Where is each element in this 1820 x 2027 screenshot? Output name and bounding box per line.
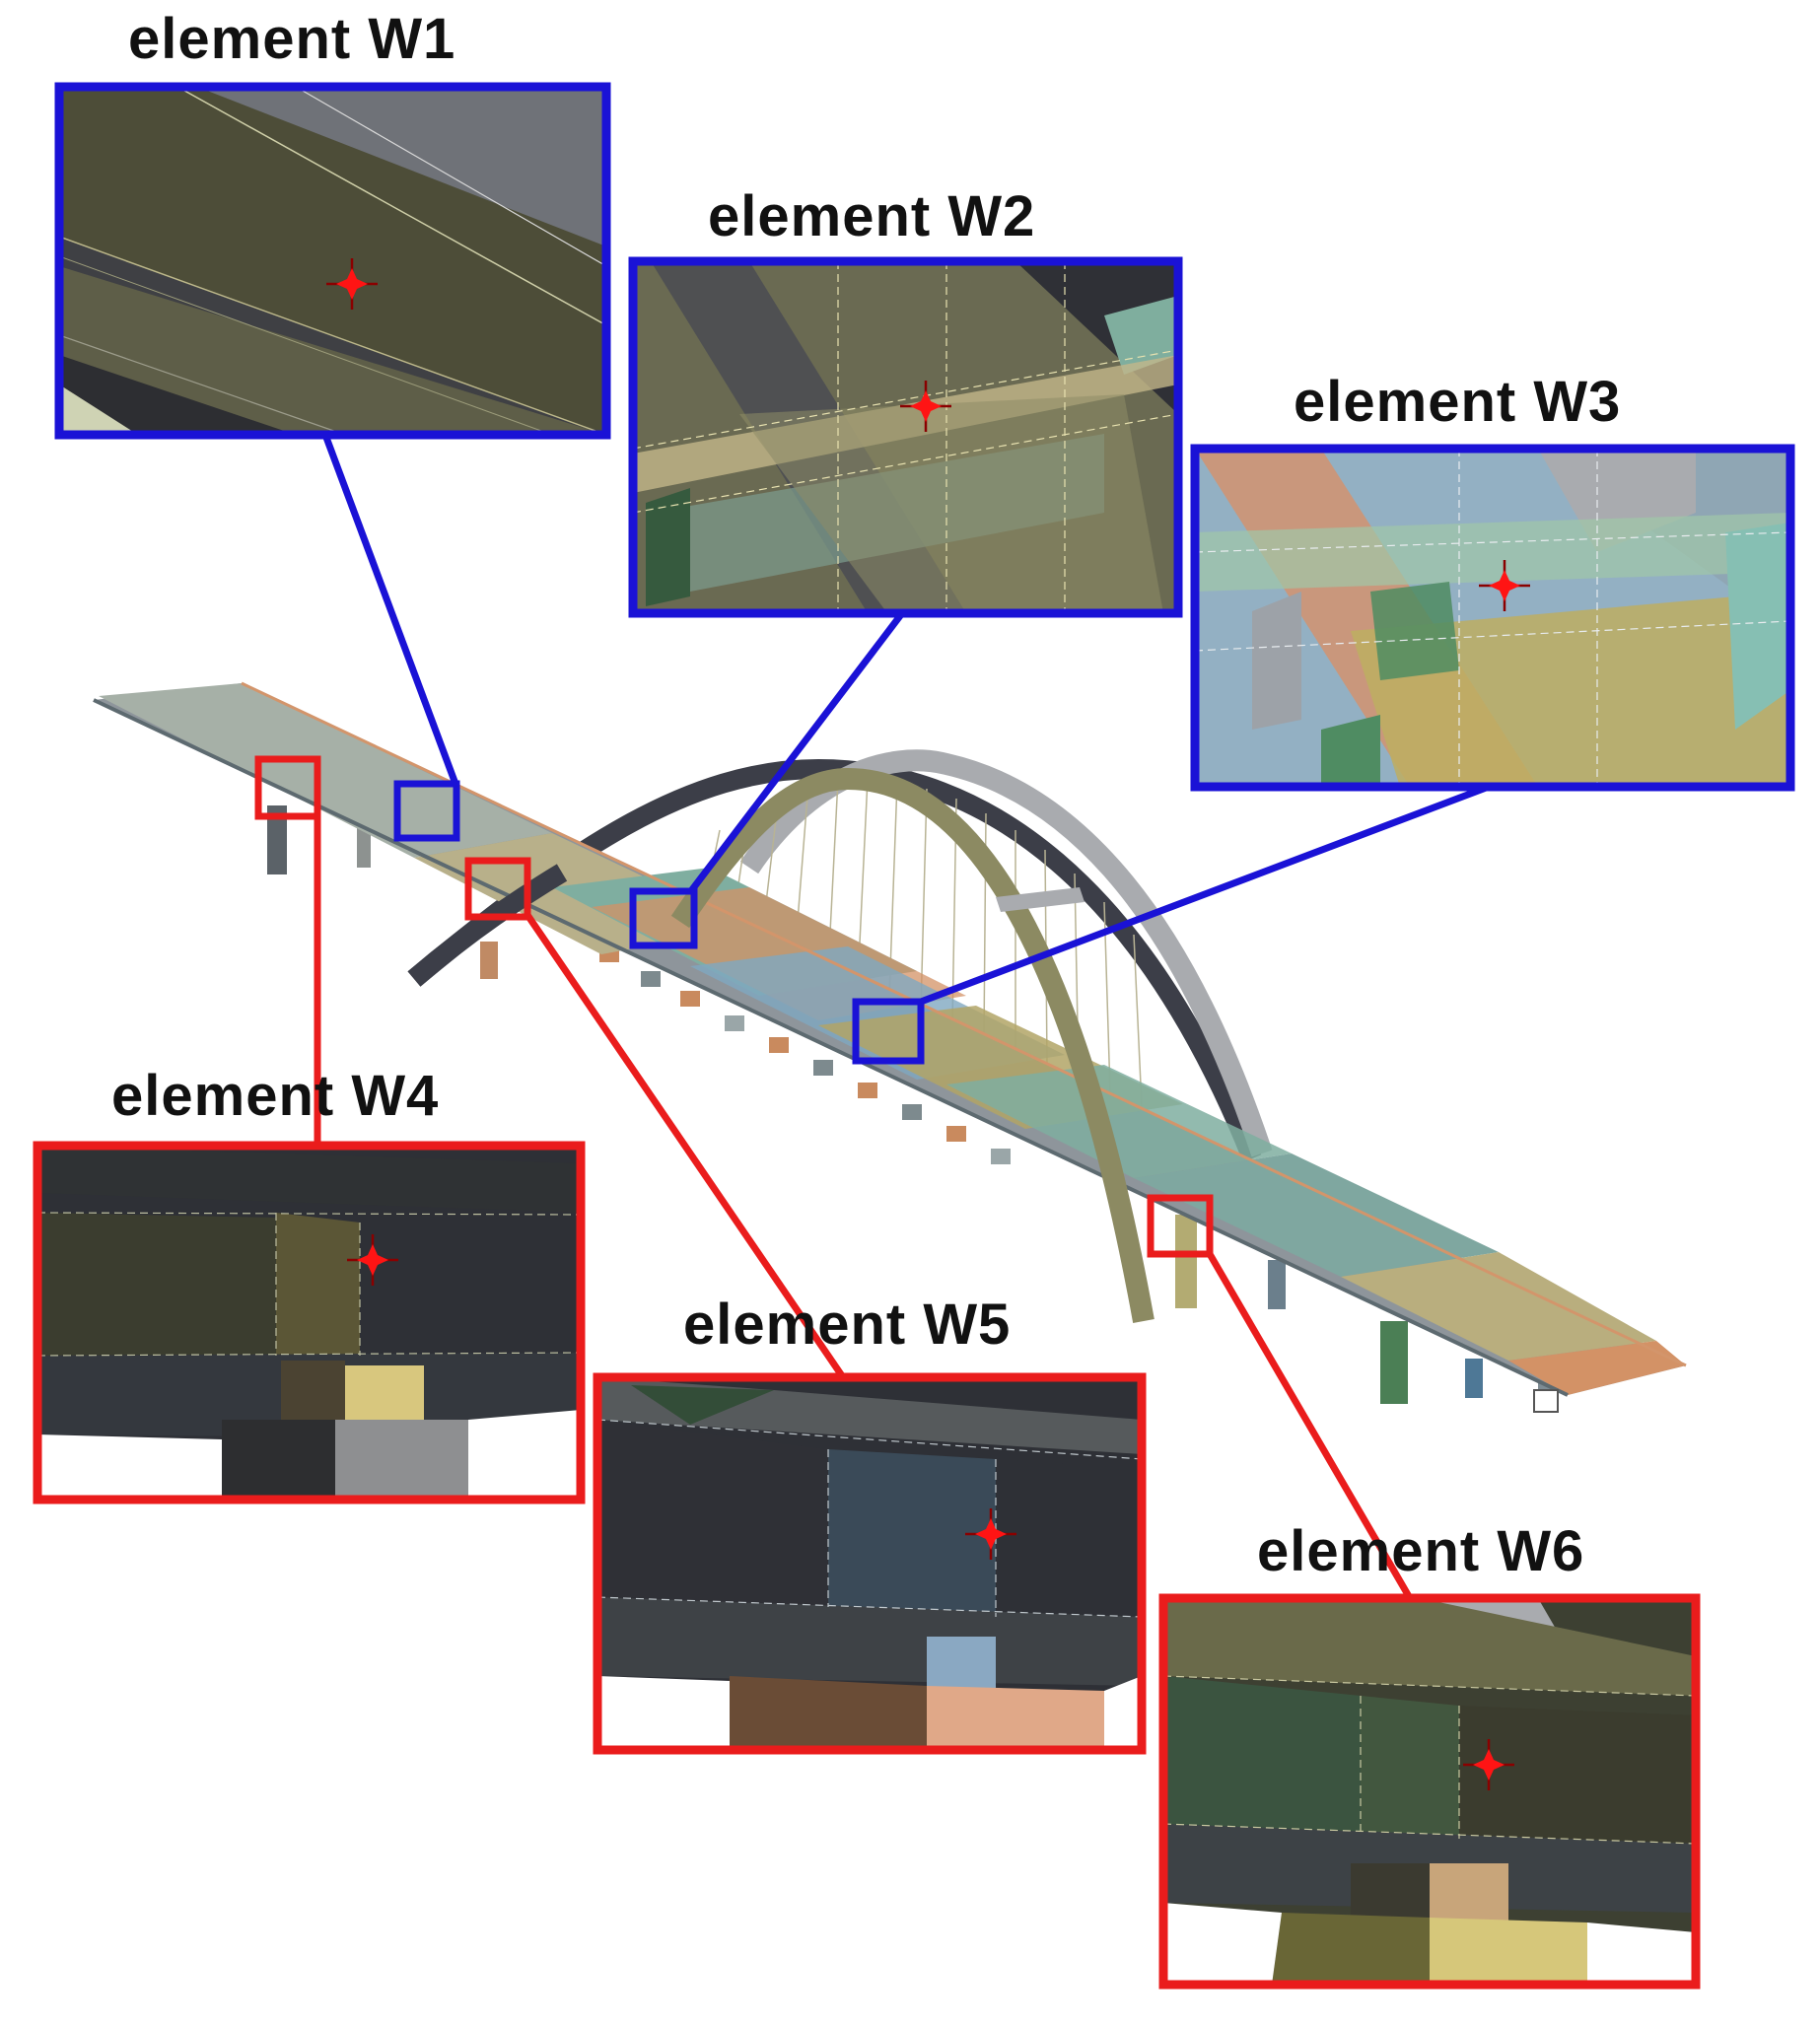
arch-brace <box>996 887 1085 912</box>
locator-W6 <box>1147 1194 1214 1258</box>
leader-W6 <box>1206 1252 1414 1600</box>
label-element-W4: element W4 <box>111 1064 440 1128</box>
inset-W2 <box>628 256 1183 618</box>
cross-beams <box>599 946 1011 1164</box>
inset-W1 <box>54 82 611 440</box>
inset-W5 <box>593 1372 1147 1755</box>
locator-W3 <box>852 998 925 1065</box>
inset-W6 <box>1158 1593 1701 1990</box>
label-element-W3: element W3 <box>1294 370 1622 434</box>
inset-W3 <box>1190 444 1795 792</box>
inset-W4-frame <box>33 1141 586 1504</box>
inset-W3-frame <box>1190 444 1795 792</box>
leader-W3 <box>919 783 1491 1006</box>
inset-W2-frame <box>628 256 1183 618</box>
leader-W5 <box>525 913 846 1379</box>
inset-W5-frame <box>593 1372 1147 1755</box>
locator-W2 <box>629 887 698 949</box>
leader-lines <box>314 433 1491 1600</box>
leader-W1 <box>321 433 459 786</box>
locator-boxes <box>254 755 1214 1258</box>
cursor-glyph <box>1533 1389 1559 1413</box>
label-element-W5: element W5 <box>683 1293 1012 1357</box>
leader-W2 <box>687 610 905 895</box>
locator-W1 <box>393 780 460 842</box>
label-element-W2: element W2 <box>708 184 1036 248</box>
label-element-W1: element W1 <box>128 7 456 71</box>
arch-rib-dark-front <box>407 864 568 987</box>
inset-W6-frame <box>1158 1593 1701 1990</box>
label-element-W6: element W6 <box>1257 1519 1585 1583</box>
locator-W5 <box>464 857 531 921</box>
arch-rib-olive <box>670 767 1155 1323</box>
inset-W4 <box>33 1141 586 1504</box>
inset-W1-frame <box>54 82 611 440</box>
locator-W4 <box>254 755 321 820</box>
